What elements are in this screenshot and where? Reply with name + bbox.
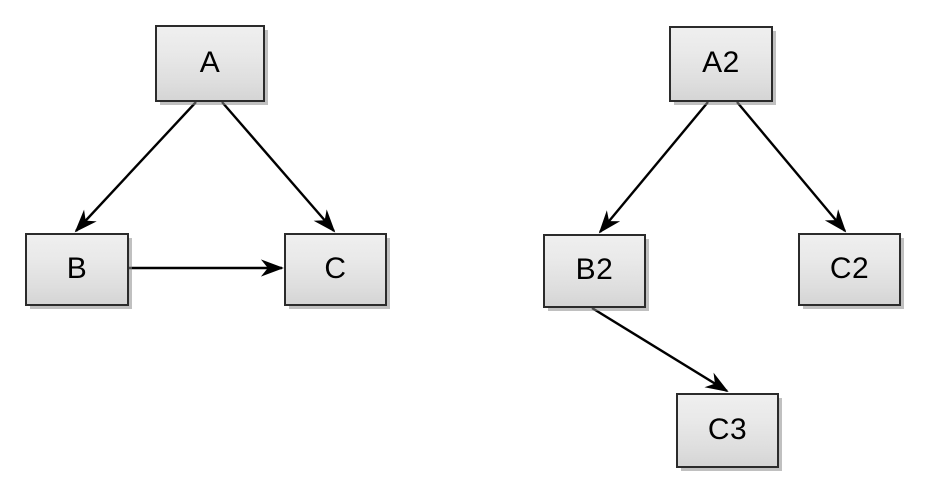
node-b[interactable]: B <box>25 233 129 306</box>
node-label-a: A <box>199 45 221 79</box>
node-c2[interactable]: C2 <box>798 233 901 306</box>
node-a[interactable]: A <box>155 25 265 102</box>
edge-a2-to-c2 <box>736 101 847 233</box>
edge-a-to-c <box>221 101 336 233</box>
node-label-b: B <box>66 251 88 285</box>
node-a2[interactable]: A2 <box>669 26 773 102</box>
edge-a2-to-b2 <box>598 101 709 234</box>
node-c3[interactable]: C3 <box>676 393 779 468</box>
edges-group <box>74 101 847 393</box>
node-label-a2: A2 <box>702 46 740 79</box>
edge-b2-to-c3 <box>591 306 729 393</box>
node-label-c2: C2 <box>829 251 870 285</box>
node-label-c3: C3 <box>707 412 748 446</box>
node-b2[interactable]: B2 <box>543 234 646 308</box>
node-label-c: C <box>324 251 347 285</box>
edge-a-to-b <box>74 101 197 233</box>
node-label-b2: B2 <box>575 253 614 286</box>
node-c[interactable]: C <box>284 233 387 306</box>
